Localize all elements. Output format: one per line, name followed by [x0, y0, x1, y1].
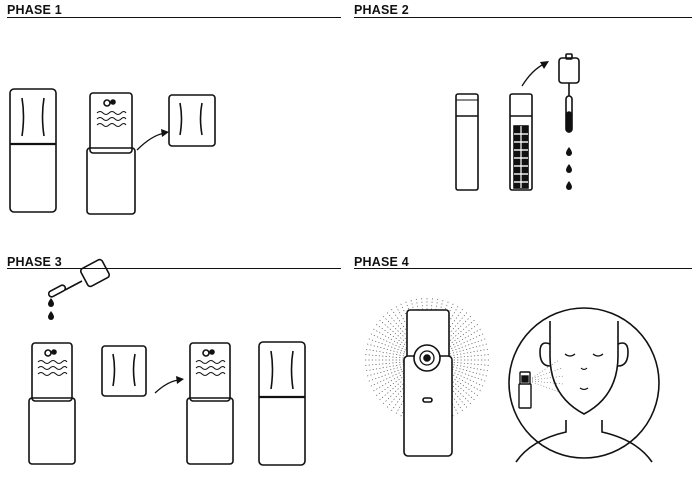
mist-ray	[368, 338, 409, 354]
lid-icon	[101, 345, 147, 397]
phase-2-illustration	[455, 53, 580, 191]
arrow-head-icon	[161, 129, 169, 137]
open-device-icon	[186, 342, 234, 465]
cartridge-icon	[455, 93, 479, 191]
mist-ray	[446, 354, 489, 359]
mist-ray	[365, 354, 408, 359]
phase-4-divider	[354, 268, 692, 269]
open-device-icon	[86, 92, 136, 215]
phase-3-panel: PHASE 3	[7, 248, 341, 493]
dropper-icon	[558, 53, 580, 133]
phase-3-title: PHASE 3	[7, 255, 62, 269]
mist-to-face-icon	[531, 359, 565, 393]
mist-ray	[365, 361, 408, 366]
phase-2-title: PHASE 2	[354, 3, 409, 17]
mist-ray	[446, 361, 489, 366]
mist-ray	[445, 338, 486, 354]
mist-ray	[446, 364, 487, 377]
mist-ray	[370, 368, 410, 387]
dropper-icon	[47, 258, 111, 298]
graduated-cartridge-icon	[509, 93, 533, 191]
mist-ray	[367, 343, 408, 356]
phase-3-illustration	[28, 258, 306, 466]
arrow-head-icon	[176, 376, 184, 384]
phase-1-illustration	[9, 88, 216, 215]
mist-ray	[444, 328, 481, 351]
mist-ray	[368, 366, 409, 382]
face-icon	[508, 307, 660, 463]
mist-ray	[367, 364, 408, 377]
arrow-icon	[136, 132, 166, 151]
lid-icon	[168, 94, 216, 147]
open-device-icon	[28, 342, 76, 465]
closed-device-icon	[258, 341, 306, 466]
mist-ray	[365, 363, 408, 372]
mist-ray	[373, 328, 410, 351]
phase-4-title: PHASE 4	[354, 255, 409, 269]
mist-ray	[375, 324, 411, 349]
phase-4-panel: PHASE 4	[354, 248, 692, 493]
mist-ray	[446, 348, 489, 357]
phase-1-divider	[7, 17, 341, 18]
drop-icons	[48, 298, 54, 320]
arrow-icon	[154, 379, 180, 394]
phase-2-panel: PHASE 2	[354, 0, 692, 230]
mist-device-icon	[403, 309, 453, 457]
phase-3-divider	[7, 268, 341, 269]
mist-ray	[444, 333, 484, 352]
mist-ray	[370, 333, 410, 352]
arrow-icon	[521, 63, 545, 87]
mist-ray	[365, 348, 408, 357]
phase-4-illustration	[365, 298, 660, 463]
phase-2-divider	[354, 17, 692, 18]
phase-1-title: PHASE 1	[7, 3, 62, 17]
closed-device-icon	[9, 88, 57, 213]
mist-ray	[446, 363, 489, 372]
handheld-device-icon	[518, 371, 532, 409]
mist-ray	[446, 343, 487, 356]
phase-1-panel: PHASE 1	[7, 0, 341, 230]
drop-icons	[566, 147, 572, 190]
arrow-head-icon	[540, 61, 549, 69]
